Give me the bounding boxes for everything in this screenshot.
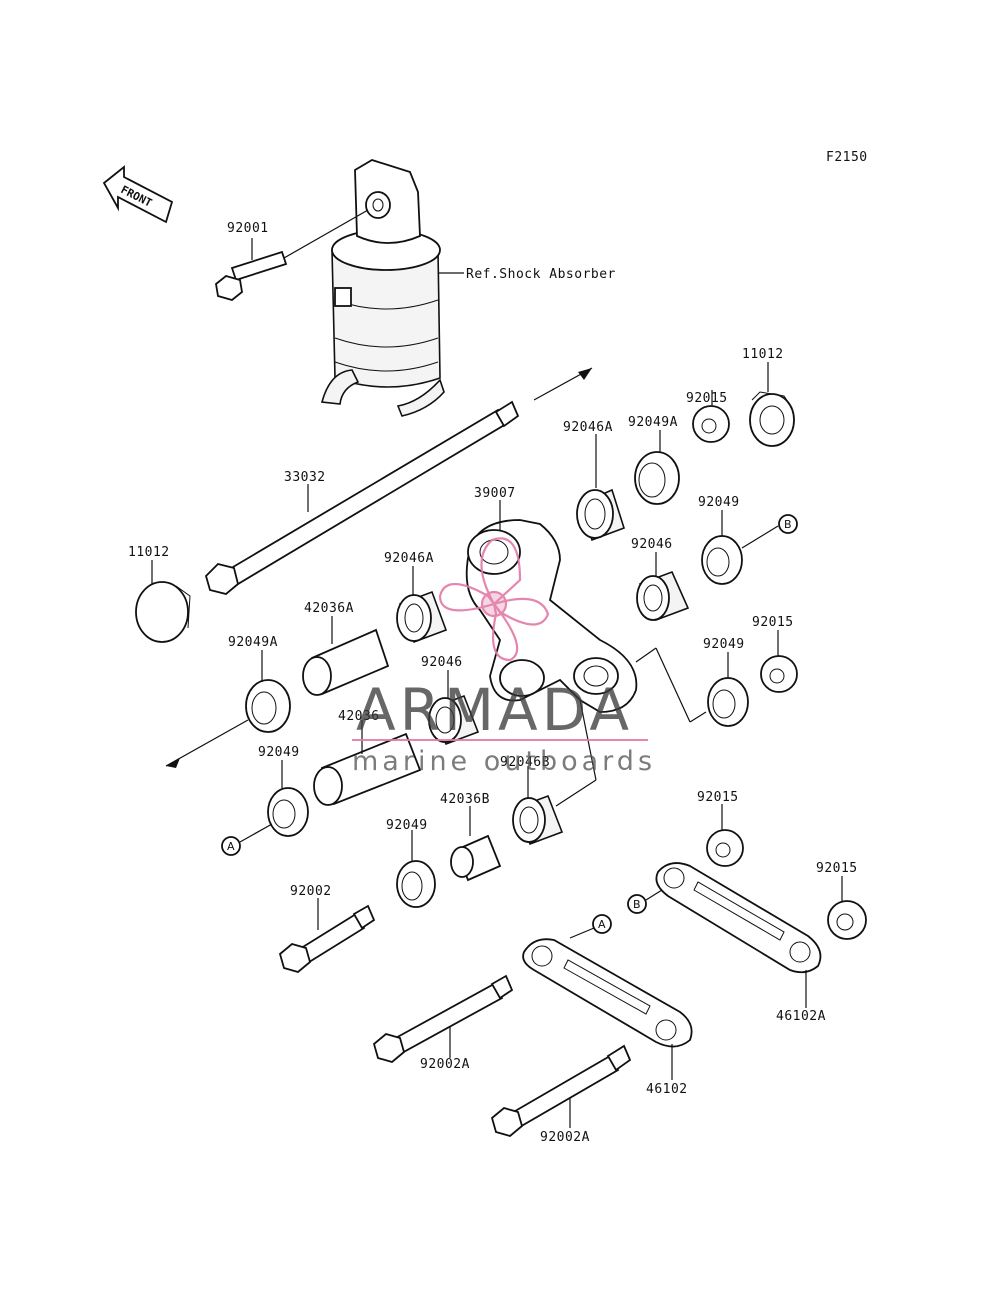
bolt-92001 — [215, 250, 288, 301]
part-label-42036: 42036 — [338, 709, 380, 724]
watermark: ARMADA marine outboards — [352, 537, 656, 777]
ref-b-lower: B — [633, 898, 641, 911]
part-label-39007: 39007 — [474, 486, 516, 501]
bolt-92002 — [278, 904, 376, 973]
part-label-42036B: 42036B — [440, 792, 490, 807]
seal-92049-left — [267, 787, 309, 837]
part-label-92046-right: 92046 — [631, 537, 673, 552]
seal-92049-right2 — [707, 677, 749, 727]
bearing-92046B — [512, 794, 564, 846]
part-label-92049-low: 92049 — [386, 818, 428, 833]
propeller-logo-icon — [438, 537, 550, 662]
part-label-92049A-top: 92049A — [628, 415, 678, 430]
watermark-subtitle: marine outboards — [352, 746, 656, 777]
part-label-42036A: 42036A — [304, 601, 354, 616]
part-label-92015-mid: 92015 — [752, 615, 794, 630]
bolt-92002A-1 — [372, 974, 514, 1063]
collar-42036A — [302, 628, 390, 696]
nut-92015-far — [827, 900, 867, 940]
link-46102A — [655, 862, 822, 974]
part-label-92046-mid: 92046 — [421, 655, 463, 670]
part-label-11012-left: 11012 — [128, 545, 170, 560]
bearing-92046-mid — [428, 694, 480, 746]
part-label-92049-right2: 92049 — [703, 637, 745, 652]
bearing-92046-right — [636, 570, 690, 622]
part-label-92049A-left: 92049A — [228, 635, 278, 650]
shaft-33032 — [204, 400, 520, 595]
bearing-92046A-mid — [396, 590, 448, 644]
part-label-92046A-top: 92046A — [563, 420, 613, 435]
bearing-92046A-top — [576, 488, 625, 542]
shock-absorber — [320, 159, 445, 417]
ref-a-left: A — [227, 840, 235, 853]
nut-92015-low — [706, 829, 744, 867]
part-label-92002A-2: 92002A — [540, 1130, 590, 1145]
part-label-92015-low: 92015 — [697, 790, 739, 805]
ref-shock-absorber-label: Ref.Shock Absorber — [466, 267, 616, 282]
nut-92015-top — [692, 405, 730, 443]
seal-92049-right1 — [701, 535, 743, 585]
part-label-46102A: 46102A — [776, 1009, 826, 1024]
part-label-92049-left: 92049 — [258, 745, 300, 760]
part-label-92015-far: 92015 — [816, 861, 858, 876]
seal-92049A-top — [634, 451, 680, 505]
part-label-11012-right: 11012 — [742, 347, 784, 362]
part-label-92002A-1: 92002A — [420, 1057, 470, 1072]
part-label-92015-top: 92015 — [686, 391, 728, 406]
figure-code: F2150 — [826, 150, 868, 165]
front-arrow-icon: FRONT — [102, 165, 174, 224]
part-label-46102: 46102 — [646, 1082, 688, 1097]
part-label-92049-right1: 92049 — [698, 495, 740, 510]
ref-b-upper: B — [784, 518, 792, 531]
collar-42036 — [313, 732, 422, 806]
part-label-92002: 92002 — [290, 884, 332, 899]
seal-92049-low — [396, 860, 436, 908]
bolt-92002A-2 — [490, 1044, 632, 1137]
collar-42036B — [450, 834, 502, 882]
part-label-33032: 33032 — [284, 470, 326, 485]
seal-92049A-left — [245, 679, 291, 733]
watermark-title: ARMADA — [356, 676, 633, 744]
nut-92015-mid — [760, 655, 798, 693]
cap-11012-right — [749, 391, 795, 447]
part-label-92046A-mid: 92046A — [384, 551, 434, 566]
part-label-92046B: 92046B — [500, 755, 550, 770]
ref-a-right: A — [598, 918, 606, 931]
cap-11012-left — [135, 581, 191, 643]
link-46102 — [522, 938, 693, 1048]
part-label-92001: 92001 — [227, 221, 269, 236]
